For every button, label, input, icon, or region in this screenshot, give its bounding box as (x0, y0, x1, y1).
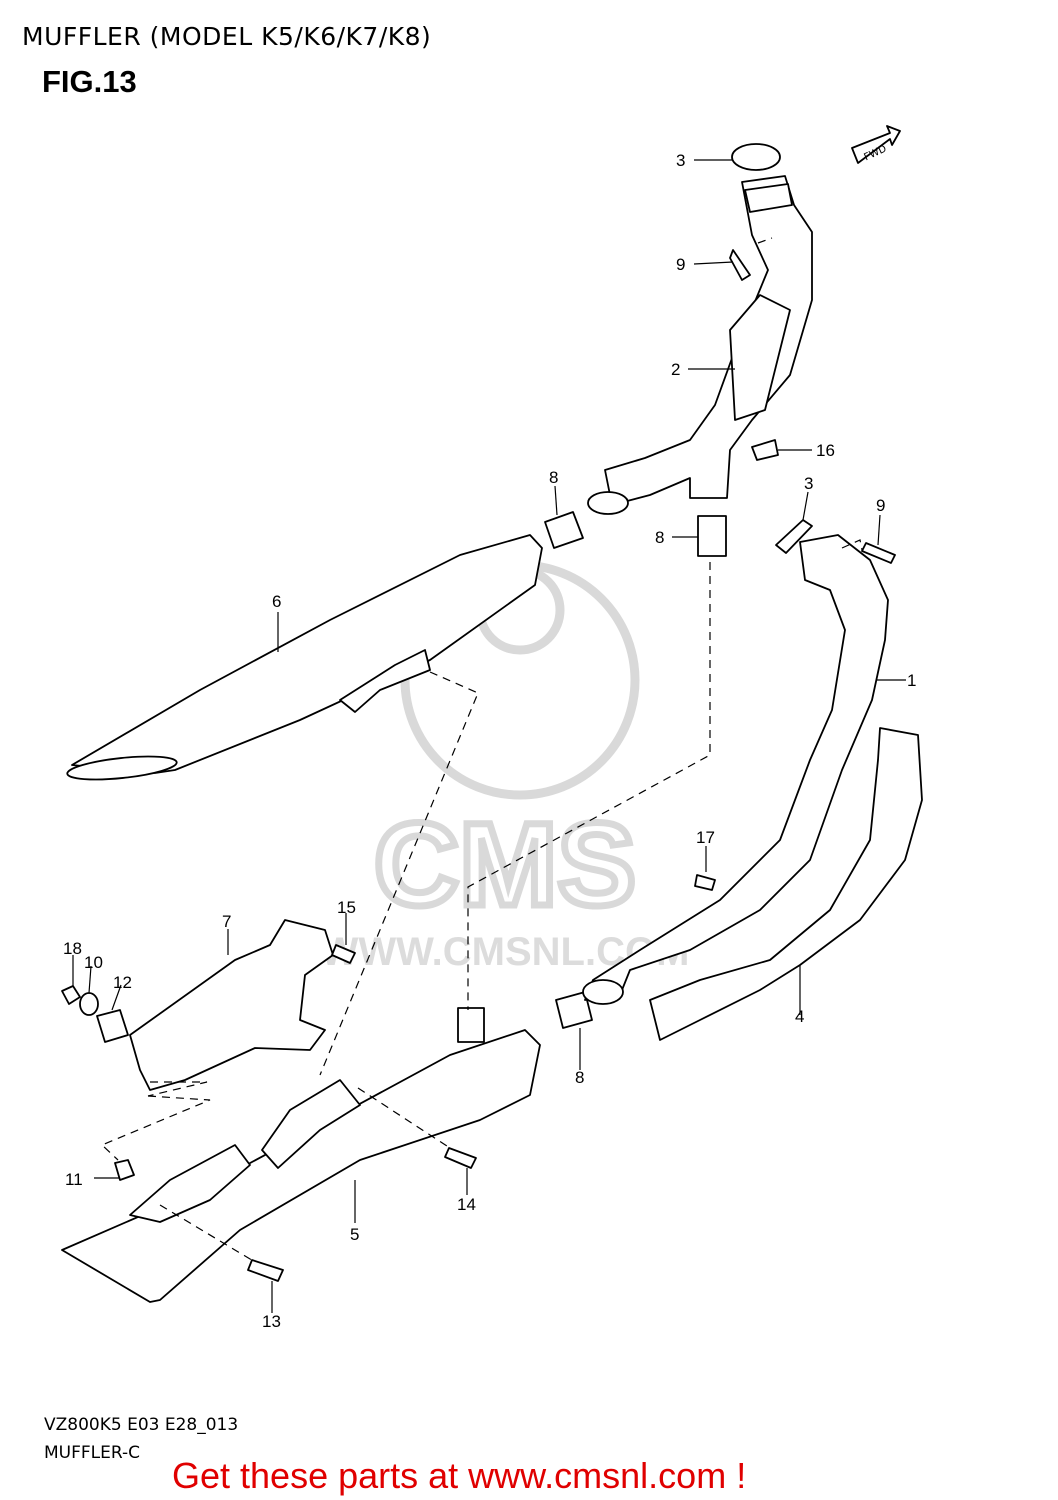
callout-17: 13 (262, 1312, 281, 1331)
muffler-inlet (457, 1007, 485, 1043)
fwd-arrow-icon: FWD (851, 125, 901, 164)
pipe-end-front (582, 979, 624, 1005)
nut-18 (61, 985, 81, 1005)
collar-11 (114, 1159, 135, 1181)
callout-3-top: 3 (676, 151, 685, 170)
rear-muffler-tip (66, 755, 178, 781)
callout-8-mid: 8 (655, 528, 664, 547)
cushion-12 (96, 1009, 129, 1043)
promo-link[interactable]: Get these parts at www.cmsnl.com ! (172, 1455, 747, 1496)
pipe-end-rear (587, 491, 629, 515)
bolt-14 (751, 439, 779, 461)
callout-15: 14 (457, 1195, 476, 1214)
muffler-mid-bracket (261, 1079, 361, 1169)
callout-18: 18 (63, 939, 82, 958)
callout-3-right: 3 (804, 474, 813, 493)
rear-muffler-bracket (339, 649, 431, 713)
callout-14: 16 (816, 441, 835, 460)
callout-4: 4 (795, 1007, 804, 1026)
watermark-logo: CMS (374, 799, 636, 931)
callout-16: 17 (696, 828, 715, 847)
bolt-9-right (861, 542, 896, 564)
pipe-heat-shield (729, 294, 791, 421)
diagram-code: VZ800K5 E03 E28_013 (44, 1415, 239, 1435)
callout-labels: 3 9 2 16 8 3 9 8 6 1 17 7 15 18 10 12 4 … (63, 151, 916, 1331)
callout-9-right: 9 (876, 496, 885, 515)
muffler-front-bracket (129, 1144, 251, 1223)
connector-8-b (697, 515, 727, 557)
leader-lines (72, 159, 906, 1313)
callout-1: 1 (907, 671, 916, 690)
front-heat-shield (649, 727, 923, 1041)
rear-muffler (71, 534, 543, 774)
callout-13: 15 (337, 898, 356, 917)
callout-9-top: 9 (676, 255, 685, 274)
pipe-flange (744, 183, 793, 213)
connector-8-c (555, 991, 593, 1029)
callout-6: 6 (272, 592, 281, 611)
callout-10: 10 (84, 953, 103, 972)
bolt-13 (331, 944, 356, 964)
bolt-17 (247, 1259, 284, 1282)
callout-8-bottom: 8 (575, 1068, 584, 1087)
callout-7: 7 (222, 912, 231, 931)
callout-8-top: 8 (549, 468, 558, 487)
gasket-top (731, 143, 781, 171)
gasket-right (775, 519, 813, 554)
callout-2: 2 (671, 360, 680, 379)
bolt-9-top (729, 249, 751, 281)
callout-11: 11 (65, 1170, 83, 1189)
page-title: MUFFLER (MODEL K5/K6/K7/K8) (22, 22, 432, 51)
callout-12: 12 (113, 973, 132, 992)
callout-5: 5 (350, 1225, 359, 1244)
assembly-lines (100, 237, 863, 1263)
bolt-15 (444, 1147, 477, 1169)
muffler-bracket-7 (129, 919, 334, 1091)
washer-10 (79, 992, 99, 1016)
diagram-name: MUFFLER-C (44, 1443, 141, 1463)
bolt-16 (694, 874, 716, 891)
connector-8-a (544, 511, 584, 549)
figure-number: FIG.13 (42, 64, 137, 99)
